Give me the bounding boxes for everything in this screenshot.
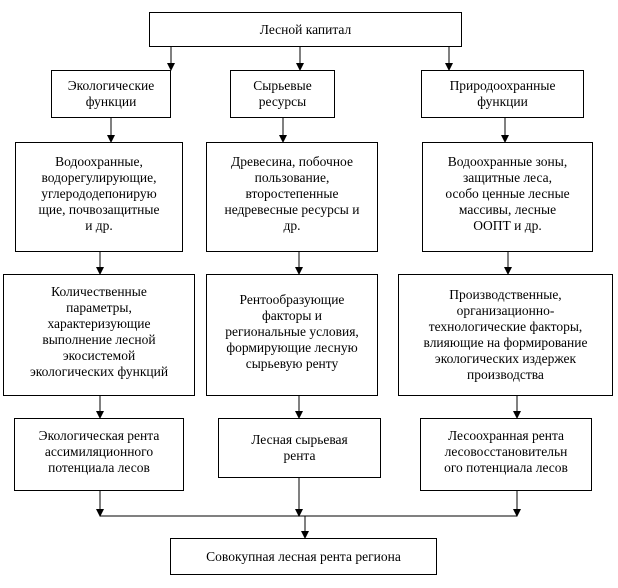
examples-protective-text: Водоохранные зоны, защитные леса, особо … [445,154,570,233]
examples-ecological-box: Водоохранные, водорегулирующие, углеродо… [15,142,183,252]
examples-raw-box: Древесина, побочное пользование, второст… [206,142,378,252]
factors-ecological-box: Количественные параметры, характеризующи… [3,274,195,396]
examples-ecological-text: Водоохранные, водорегулирующие, углеродо… [38,154,160,233]
examples-raw-text: Древесина, побочное пользование, второст… [224,154,360,233]
category-protective-label: Природоохранные функции [449,78,556,109]
root-box: Лесной капитал [149,12,462,47]
rent-ecological-box: Экологическая рента ассимиляционного пот… [14,418,184,491]
category-protective-box: Природоохранные функции [421,70,584,118]
rent-protective-box: Лесоохранная рента лесовосстановительн о… [420,418,592,491]
rent-raw-text: Лесная сырьевая рента [251,432,348,463]
category-raw-box: Сырьевые ресурсы [230,70,335,118]
factors-raw-box: Рентообразующие факторы и региональные у… [206,274,378,396]
category-raw-label: Сырьевые ресурсы [253,78,312,109]
rent-protective-text: Лесоохранная рента лесовосстановительн о… [444,427,568,475]
rent-raw-box: Лесная сырьевая рента [218,418,381,478]
factors-protective-text: Производственные, организационно- технол… [423,287,588,382]
factors-raw-text: Рентообразующие факторы и региональные у… [225,292,359,371]
factors-ecological-text: Количественные параметры, характеризующи… [29,284,169,379]
factors-protective-box: Производственные, организационно- технол… [398,274,613,396]
rent-ecological-text: Экологическая рента ассимиляционного пот… [38,427,160,475]
category-ecological-label: Экологические функции [67,78,155,109]
total-rent-label: Совокупная лесная рента региона [206,548,401,564]
examples-protective-box: Водоохранные зоны, защитные леса, особо … [422,142,593,252]
category-ecological-box: Экологические функции [51,70,171,118]
root-label: Лесной капитал [259,21,352,37]
total-rent-box: Совокупная лесная рента региона [170,538,437,575]
